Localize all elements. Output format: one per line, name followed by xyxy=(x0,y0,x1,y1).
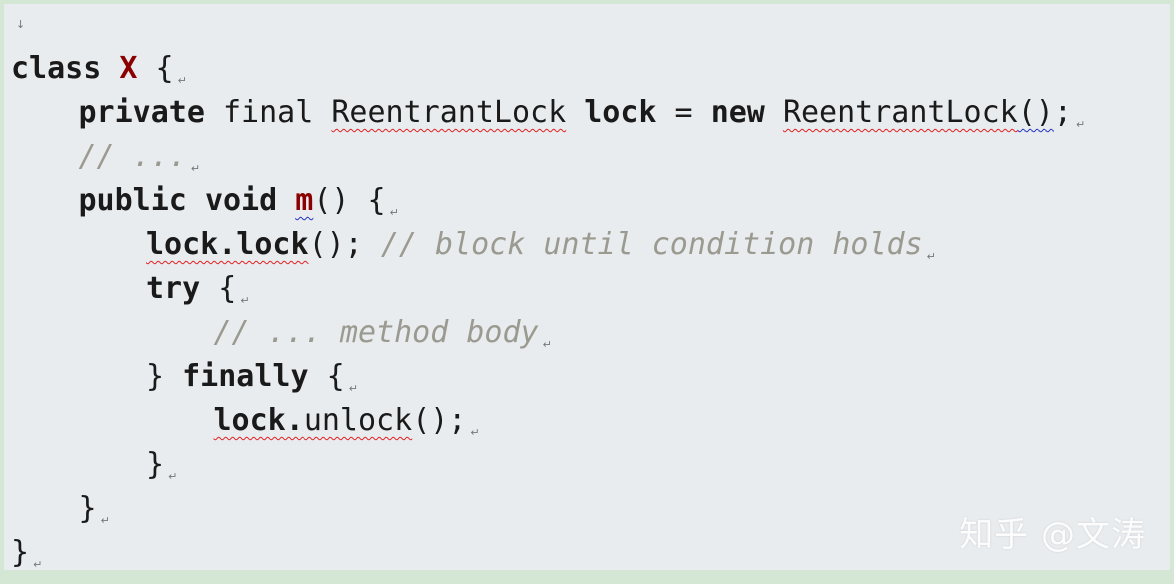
code-token: } xyxy=(146,447,165,482)
code-line: lock.lock(); // block until condition ho… xyxy=(146,223,936,267)
code-token: new xyxy=(710,95,783,130)
code-line: try {↵ xyxy=(146,267,250,311)
code-token: () xyxy=(1017,95,1054,130)
code-token: { xyxy=(308,359,345,394)
code-line: private final ReentrantLock lock = new R… xyxy=(79,91,1086,135)
code-line: } finally {↵ xyxy=(146,355,358,399)
code-token: X xyxy=(119,51,138,86)
paragraph-mark: ↵ xyxy=(190,162,201,175)
paragraph-mark: ↵ xyxy=(1075,118,1086,131)
code-line: // ... method body↵ xyxy=(214,311,552,355)
code-token: (); xyxy=(412,403,467,438)
code-comment: // block until condition holds xyxy=(380,227,923,262)
paragraph-mark: ↵ xyxy=(348,382,358,395)
code-token: lock. xyxy=(213,403,304,438)
code-token: { xyxy=(137,51,174,86)
paragraph-mark: ↵ xyxy=(177,74,187,87)
code-comment: // ... method body xyxy=(213,315,539,350)
code-line: }↵ xyxy=(146,443,177,487)
code-token: unlock xyxy=(303,403,413,438)
code-line: lock.unlock();↵ xyxy=(214,399,480,443)
paragraph-mark: ↵ xyxy=(926,250,936,263)
watermark: 知乎 @文涛 xyxy=(959,515,1146,555)
paragraph-mark: ↵ xyxy=(542,338,552,351)
code-line: class X {↵ xyxy=(11,47,187,91)
code-token: (); xyxy=(308,227,381,262)
code-token: } xyxy=(146,359,183,394)
paragraph-mark: ↵ xyxy=(100,514,110,527)
code-token: finally xyxy=(182,359,309,394)
line-break-mark: ↓ xyxy=(16,18,26,31)
code-token: ; xyxy=(1053,95,1072,130)
code-token: ReentrantLock xyxy=(331,95,567,130)
code-token: void xyxy=(204,183,296,218)
code-token: } xyxy=(11,535,30,570)
code-token: lock.lock xyxy=(146,227,309,262)
paragraph-mark: ↵ xyxy=(389,206,399,219)
code-token: ReentrantLock xyxy=(782,95,1018,130)
paragraph-mark: ↵ xyxy=(240,294,250,307)
paragraph-mark: ↵ xyxy=(470,426,480,439)
code-comment: // ... xyxy=(78,139,187,174)
code-line: }↵ xyxy=(79,487,110,531)
code-token: } xyxy=(78,491,97,526)
code-token: class xyxy=(11,51,120,86)
code-token: final xyxy=(223,95,332,130)
code-line: public void m() {↵ xyxy=(79,179,399,223)
code-token: () { xyxy=(313,183,386,218)
paragraph-mark: ↵ xyxy=(168,470,178,483)
code-token: public xyxy=(78,183,205,218)
code-token: { xyxy=(200,271,237,306)
document-page: ↓ class X {↵private final ReentrantLock … xyxy=(4,4,1170,570)
code-token: private xyxy=(78,95,223,130)
code-line: // ...↵ xyxy=(79,135,201,179)
paragraph-mark: ↵ xyxy=(33,558,43,570)
code-token: lock xyxy=(584,95,657,130)
code-token: m xyxy=(295,183,314,218)
code-token: try xyxy=(146,271,201,306)
code-token xyxy=(566,95,584,130)
code-line: }↵ xyxy=(11,531,42,570)
code-token: = xyxy=(656,95,711,130)
